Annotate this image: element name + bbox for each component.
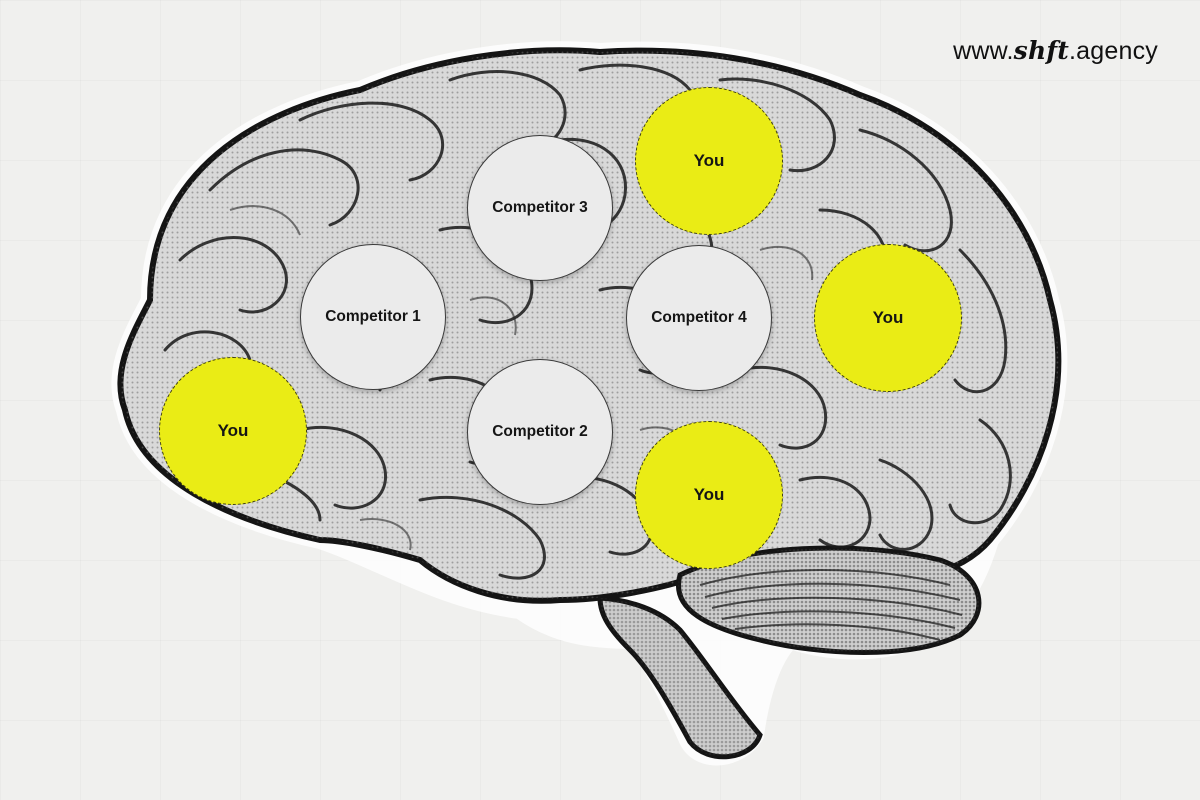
competitor-3-node: Competitor 3: [467, 135, 613, 281]
you-node-bottom: You: [635, 421, 783, 569]
you-node-left: You: [159, 357, 307, 505]
competitor-3-label: Competitor 3: [492, 199, 588, 216]
you-label: You: [693, 485, 725, 504]
you-node-right: You: [814, 244, 962, 392]
competitor-2-label: Competitor 2: [492, 423, 588, 440]
competitor-2-node: Competitor 2: [467, 359, 613, 505]
brand-suffix: .agency: [1069, 37, 1158, 65]
you-label: You: [217, 421, 249, 440]
brand-logo: www.shft.agency: [953, 36, 1158, 66]
competitor-1-node: Competitor 1: [300, 244, 446, 390]
brand-prefix: www.: [953, 37, 1014, 65]
competitor-4-label: Competitor 4: [651, 309, 747, 326]
competitor-1-label: Competitor 1: [325, 308, 421, 325]
competitor-4-node: Competitor 4: [626, 245, 772, 391]
you-node-top: You: [635, 87, 783, 235]
you-label: You: [872, 308, 904, 327]
brand-name: shft: [1013, 36, 1070, 65]
you-label: You: [693, 151, 725, 170]
